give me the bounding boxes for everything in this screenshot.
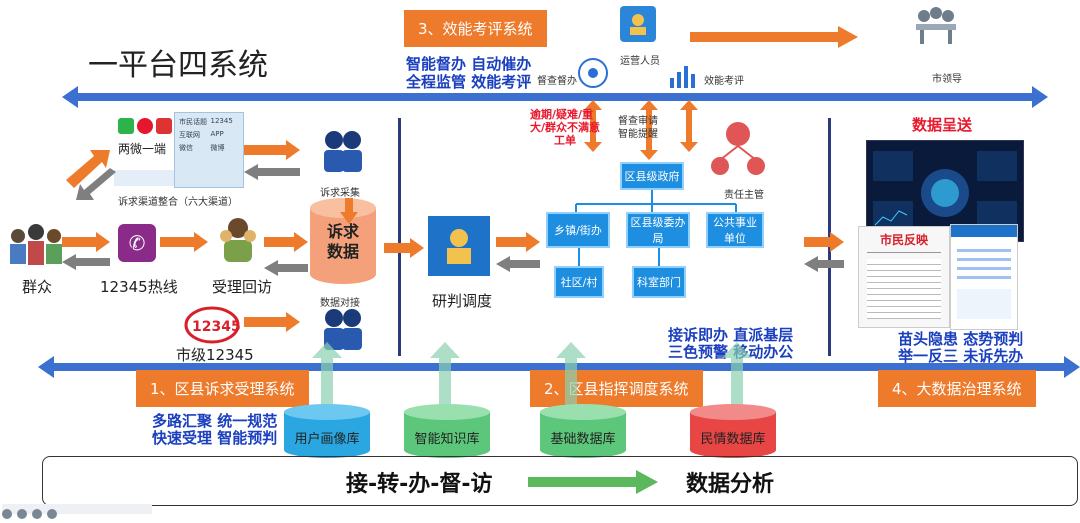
top-features-line2: 全程监管 效能考评 — [406, 73, 532, 91]
s1-features-line1: 多路汇聚 统一规范 — [152, 412, 278, 430]
callback-label: 受理回访 — [212, 278, 273, 296]
crowd-icon — [6, 222, 68, 270]
hotline-label: 12345热线 — [100, 278, 178, 296]
newspaper-title: 市民反映 — [879, 233, 928, 247]
arrow-from-bigdata — [804, 256, 844, 272]
review-arrow — [640, 100, 658, 160]
crowd-label: 群众 — [22, 278, 53, 296]
integration-label: 诉求渠道整合（六大渠道） — [118, 197, 238, 208]
arrow-diagonal-in — [76, 168, 116, 200]
svg-text:12345: 12345 — [192, 319, 240, 335]
supervise-label: 督查督办 — [537, 76, 577, 87]
arrow-city-dock — [244, 312, 300, 332]
toolbar-dot-4[interactable] — [47, 509, 57, 519]
mobile-report — [950, 224, 1018, 330]
arrow-to-bigdata — [804, 232, 844, 252]
arrow-dispatch-gov — [496, 232, 540, 252]
collect-label: 诉求采集 — [320, 188, 360, 199]
push-label: 数据呈送 — [912, 116, 973, 134]
gov-county: 区县级政府 — [620, 162, 684, 190]
callback-icon — [212, 214, 264, 268]
up-arrow-knowledge-db — [430, 342, 460, 408]
system-4-tag: 4、大数据治理系统 — [878, 370, 1036, 407]
review-label: 督查审请 — [618, 116, 658, 127]
database-public: 民情数据库 — [690, 404, 776, 462]
up-arrow-user-db — [312, 342, 342, 408]
alert-arrow — [584, 100, 602, 152]
collect-agents-icon — [318, 126, 368, 180]
responsible-label: 责任主管 — [724, 190, 764, 201]
top-platform-arrow — [62, 86, 1048, 108]
gov-public: 公共事业单位 — [706, 212, 764, 248]
evaluate-label: 效能考评 — [704, 76, 744, 87]
bottom-summary-box — [42, 456, 1078, 506]
gov-committee: 区县级委办局 — [626, 212, 690, 248]
gov-town: 乡镇/街办 — [546, 212, 610, 248]
gov-connector-lines — [575, 190, 737, 266]
s4-features-line2: 举一反三 未诉先办 — [898, 347, 1024, 365]
bottom-green-arrow — [528, 470, 658, 494]
bottom-platform-arrow — [38, 356, 1080, 378]
supervise-icon — [578, 58, 608, 88]
database-knowledge: 智能知识库 — [404, 404, 490, 462]
arrow-collect-channels — [244, 164, 300, 180]
bottom-flow-label: 接-转-办-督-访 — [346, 472, 493, 497]
arrow-channels-collect — [244, 140, 300, 160]
arrow-callback-hub — [264, 232, 308, 252]
arrow-hub-dispatch — [384, 238, 424, 258]
dispatch-icon — [428, 216, 490, 276]
system-1-tag: 1、区县诉求受理系统 — [136, 370, 309, 407]
viewer-toolbar[interactable] — [2, 504, 152, 519]
database-base: 基础数据库 — [540, 404, 626, 462]
social-icons — [118, 118, 172, 136]
up-arrow-public-db — [722, 342, 752, 408]
database-user: 用户画像库 — [284, 404, 370, 462]
arrow-collect-hub — [340, 198, 358, 224]
s4-features-line1: 苗头隐患 态势预判 — [898, 330, 1024, 348]
gov-community: 社区/村 — [554, 266, 604, 298]
two-wei-label: 两微一端 — [118, 142, 167, 156]
top-features-line1: 智能督办 自动催办 — [406, 55, 532, 73]
dock-label: 数据对接 — [320, 298, 360, 309]
phone-icon: ✆ — [118, 224, 156, 262]
arrow-hub-callback — [264, 260, 308, 276]
system-3-tag: 3、效能考评系统 — [404, 10, 547, 47]
system-2-tag: 2、区县指挥调度系统 — [530, 370, 703, 407]
s1-features-line2: 快速受理 智能预判 — [152, 429, 278, 447]
remind-label: 智能提醒 — [618, 129, 658, 140]
newspaper-report: 市民反映 — [858, 226, 950, 328]
operator-icon — [620, 6, 656, 42]
demand-data-hub: 诉求数据 — [310, 198, 376, 284]
dispatch-label: 研判调度 — [432, 292, 493, 310]
arrow-hotline-callback — [160, 232, 208, 252]
gov-section: 科室部门 — [632, 266, 686, 298]
leader-label: 市领导 — [932, 74, 962, 85]
arrow-hotline-crowd — [62, 254, 110, 270]
evaluate-icon — [668, 60, 700, 94]
leader-icon — [910, 4, 962, 44]
arrow-crowd-hotline — [62, 232, 110, 252]
arrow-gov-dispatch — [496, 256, 540, 272]
operator-label: 运营人员 — [620, 56, 660, 67]
alert-label: 逾期/疑难/重 大/群众不满意 工单 — [530, 108, 601, 147]
arrow-diagonal-out — [66, 150, 110, 188]
city-12345-logo: 12345 — [184, 306, 241, 344]
page-title: 一平台四系统 — [88, 48, 268, 83]
responsible-icon — [710, 120, 766, 178]
toolbar-dot-2[interactable] — [17, 509, 27, 519]
toolbar-dot-3[interactable] — [32, 509, 42, 519]
up-arrow-base-db — [556, 342, 586, 408]
divider-line-1 — [398, 118, 401, 356]
arrow-to-leader — [690, 26, 858, 48]
channel-strip — [114, 170, 174, 186]
toolbar-dot-1[interactable] — [2, 509, 12, 519]
s2-features-line1: 接诉即办 直派基层 — [668, 326, 794, 344]
bottom-analysis-label: 数据分析 — [686, 472, 775, 497]
evaluate-arrow — [680, 100, 698, 152]
city-label: 市级12345 — [176, 346, 254, 364]
dock-agents-icon — [318, 306, 368, 356]
